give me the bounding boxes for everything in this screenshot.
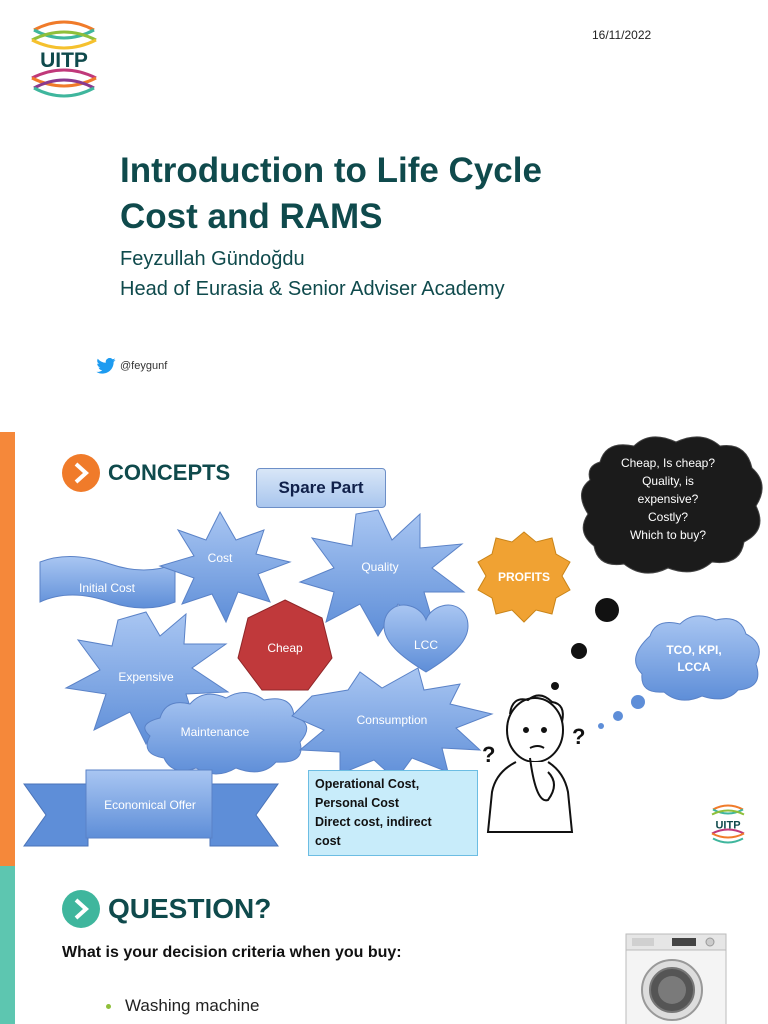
svg-text:?: ? — [482, 742, 495, 767]
economical-offer-ribbon: Economical Offer — [23, 769, 279, 847]
initial-cost-shape: Initial Cost — [39, 555, 176, 609]
profits-label: PROFITS — [498, 570, 550, 584]
thought-line-2: Quality, is — [642, 474, 694, 488]
thought-line-4: Costly? — [647, 510, 688, 524]
title-line-1: Introduction to Life Cycle — [120, 151, 542, 190]
concepts-heading: CONCEPTS — [62, 454, 230, 492]
cost-label: Cost — [208, 551, 233, 565]
cheap-heptagon: Cheap — [237, 599, 333, 691]
thinking-man-illustration: ? ? — [482, 694, 585, 833]
concept-diagram: Initial Cost Cost Quality PROFITS Cheap … — [23, 436, 763, 847]
cost-burst: Cost — [158, 510, 292, 624]
spare-part-box: Spare Part — [256, 468, 386, 508]
twitter-handle-text: @feygunf — [120, 360, 168, 372]
economical-offer-label: Economical Offer — [104, 798, 196, 812]
accent-bar — [0, 432, 15, 866]
bullet-dot — [106, 1003, 111, 1009]
list-item-label: Washing machine — [125, 996, 260, 1015]
chevron-right-icon — [62, 890, 100, 928]
author-name: Feyzullah Gündoğdu — [120, 248, 305, 270]
operational-cost-line-4: cost — [315, 834, 341, 848]
thought-line-5: Which to buy? — [629, 528, 707, 542]
expensive-label: Expensive — [118, 670, 174, 684]
svg-text:?: ? — [572, 724, 585, 749]
operational-cost-line-3: Direct cost, indirect — [315, 815, 432, 829]
concepts-slide: Initial Cost Cost Quality PROFITS Cheap … — [0, 432, 768, 866]
chevron-right-icon — [62, 454, 100, 492]
initial-cost-label: Initial Cost — [79, 581, 136, 595]
tco-line-2: LCCA — [677, 660, 711, 674]
consumption-burst: Consumption — [291, 667, 494, 781]
question-slide: QUESTION? What is your decision criteria… — [0, 866, 768, 1024]
maintenance-cloud: Maintenance — [144, 692, 308, 775]
thought-bubble — [551, 436, 763, 690]
thought-line-1: Cheap, Is cheap? — [620, 456, 716, 470]
profits-seal: PROFITS — [477, 531, 571, 623]
question-heading: QUESTION? — [62, 890, 271, 928]
tco-cloud — [598, 615, 760, 729]
presentation-title: Introduction to Life Cycle Cost and RAMS — [120, 148, 680, 240]
tco-line-1: TCO, KPI, — [666, 643, 722, 657]
uitp-logo: UITP — [31, 20, 97, 98]
operational-cost-line-1: Operational Cost, — [315, 777, 420, 791]
presenter-info: Feyzullah Gündoğdu Head of Eurasia & Sen… — [120, 244, 505, 304]
thought-line-3: expensive? — [637, 492, 699, 506]
author-role: Head of Eurasia & Senior Adviser Academy — [120, 278, 505, 300]
decision-criteria-text: What is your decision criteria when you … — [62, 944, 402, 961]
twitter-handle[interactable]: @feygunf — [96, 358, 167, 374]
washing-machine-image — [625, 933, 727, 1024]
maintenance-label: Maintenance — [181, 725, 250, 739]
uitp-small-logo-text: UITP — [715, 820, 740, 832]
concepts-heading-text: CONCEPTS — [108, 460, 231, 485]
consumption-label: Consumption — [357, 713, 428, 727]
lcc-label: LCC — [414, 638, 438, 652]
title-slide: UITP 16/11/2022 Introduction to Life Cyc… — [0, 0, 768, 432]
uitp-logo-text: UITP — [40, 49, 88, 72]
twitter-bird-icon — [96, 358, 116, 374]
uitp-small-logo: UITP — [711, 804, 745, 844]
operational-cost-box: Operational Cost, Personal Cost Direct c… — [308, 770, 478, 856]
slide-date: 16/11/2022 — [592, 28, 652, 42]
quality-label: Quality — [361, 560, 398, 574]
operational-cost-line-2: Personal Cost — [315, 796, 400, 810]
tco-cloud-text: TCO, KPI, LCCA — [648, 642, 740, 676]
cheap-label: Cheap — [267, 641, 303, 655]
accent-bar — [0, 866, 15, 1024]
lcc-heart: LCC — [383, 604, 469, 673]
thought-bubble-text: Cheap, Is cheap? Quality, is expensive? … — [598, 454, 738, 544]
list-item: Washing machine — [106, 996, 260, 1016]
question-heading-text: QUESTION? — [108, 893, 272, 924]
title-line-2: Cost and RAMS — [120, 197, 383, 236]
